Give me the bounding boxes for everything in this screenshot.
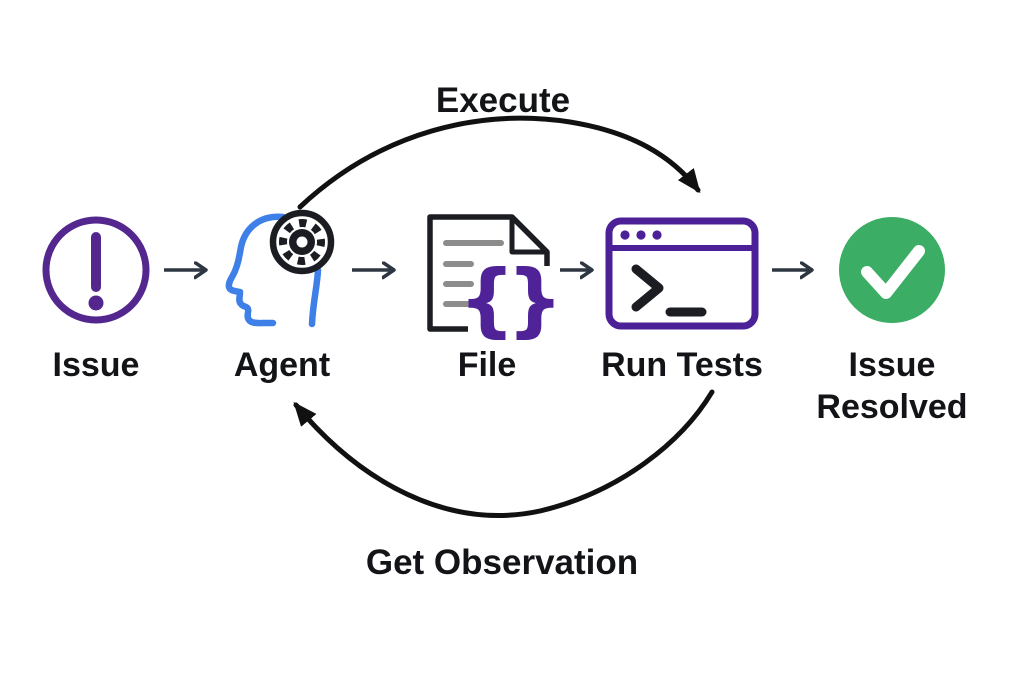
file-text-lines [443, 240, 504, 307]
execute-arrow [297, 115, 701, 210]
exclamation-circle-icon [42, 216, 150, 324]
node-label-issue-resolved: Issue Resolved [816, 346, 968, 426]
get-observation-label: Get Observation [365, 543, 639, 582]
node-label-run-tests: Run Tests [601, 346, 763, 384]
agent-head-gear-icon [225, 209, 335, 328]
node-label-issue: Issue [52, 346, 140, 384]
execute-label: Execute [435, 81, 571, 120]
code-file-icon: { } [427, 214, 564, 346]
code-braces: { } [459, 253, 564, 346]
gear-icon [269, 209, 335, 275]
svg-text:{: { [459, 253, 516, 346]
terminal-window-icon [605, 217, 759, 330]
node-label-agent: Agent [233, 346, 331, 384]
terminal-prompt [631, 264, 707, 317]
node-label-file: File [457, 346, 517, 384]
check-circle-icon [839, 217, 945, 323]
svg-text:}: } [507, 253, 564, 346]
get-observation-arrow [293, 389, 715, 518]
